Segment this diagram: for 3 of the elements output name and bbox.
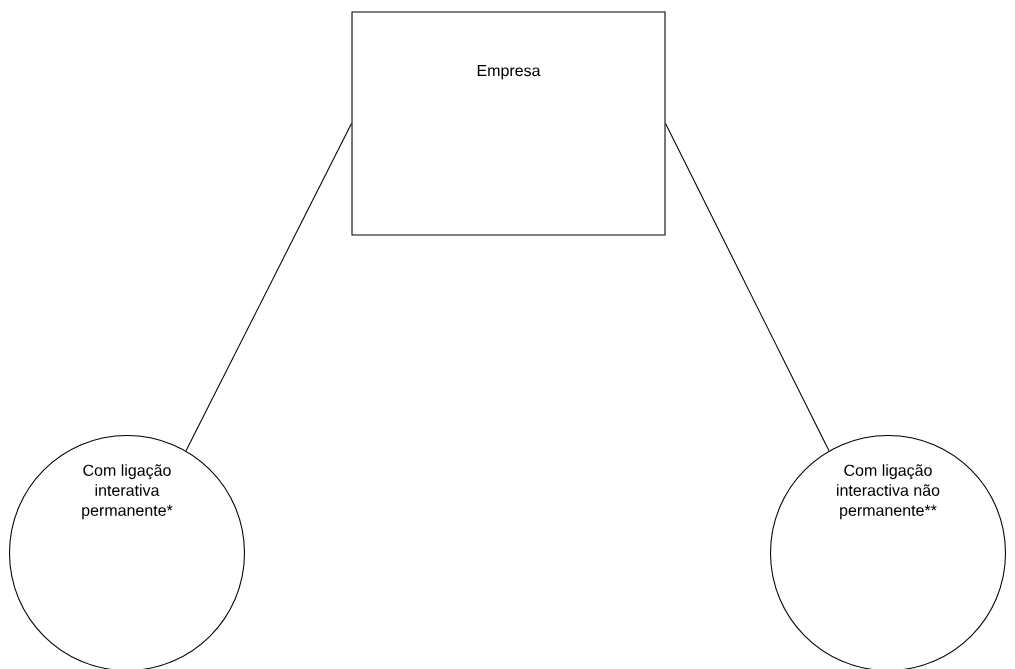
connector-line — [665, 122, 830, 452]
process-box: Empresa — [351, 11, 666, 236]
connector-line — [185, 122, 352, 452]
